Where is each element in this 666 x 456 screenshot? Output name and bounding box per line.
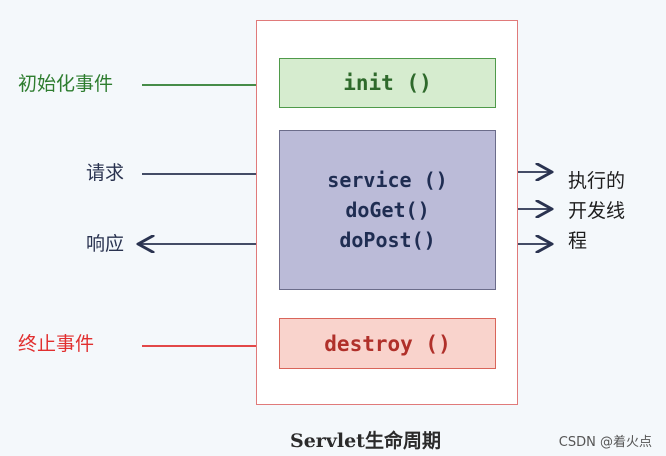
response-label: 响应 (86, 233, 125, 255)
request-label: 请求 (86, 162, 125, 184)
destroy-method: destroy () (324, 331, 451, 356)
service-box: service () doGet() doPost() (279, 130, 496, 290)
destroy-box: destroy () (279, 318, 496, 369)
threads-label: 执行的开发线程 (568, 170, 626, 252)
dopost-method: doPost() (339, 228, 436, 252)
doget-method: doGet() (345, 198, 430, 222)
init-box: init () (279, 58, 496, 108)
init-event-label: 初始化事件 (18, 73, 114, 95)
diagram-caption: Servlet生命周期 (290, 430, 441, 452)
init-method: init () (343, 71, 432, 95)
destroy-event-label: 终止事件 (18, 333, 95, 355)
watermark: CSDN @着火点 (558, 435, 652, 450)
service-method: service () (327, 168, 448, 192)
